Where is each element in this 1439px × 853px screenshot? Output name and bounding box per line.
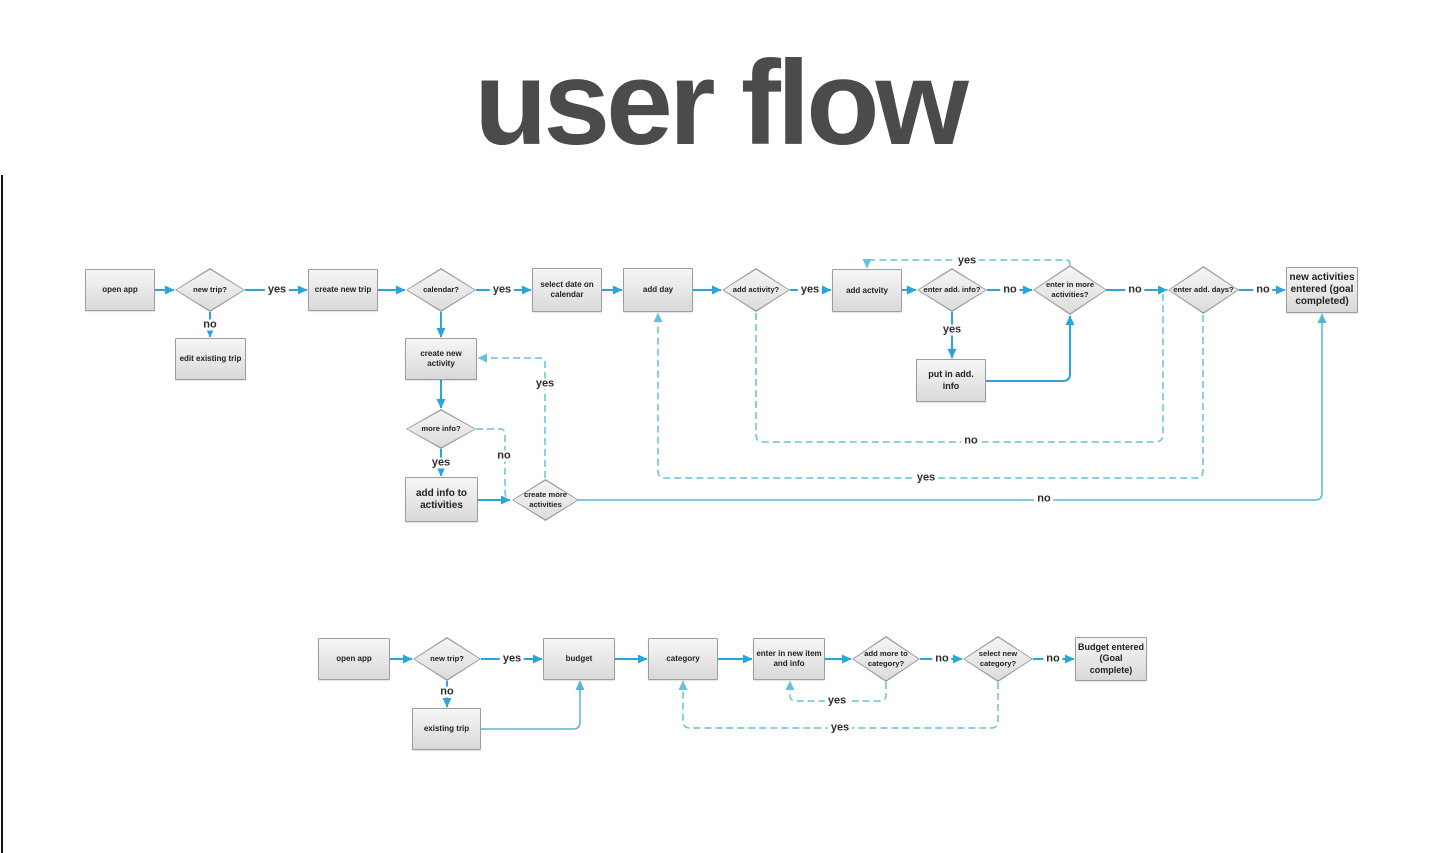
node-label: edit existing trip: [179, 354, 242, 363]
decision-new-trip-2: new trip?: [413, 637, 481, 681]
node-edit-existing-trip: edit existing trip: [175, 338, 246, 380]
decision-more-info: more info?: [406, 409, 476, 449]
decision-label: create more activities: [523, 490, 568, 509]
node-label: create new activity: [420, 349, 462, 368]
edge-label-enter-add-days-yes: yes: [913, 472, 939, 484]
node-label: category: [666, 654, 700, 663]
node-label: select date on calendar: [540, 280, 594, 299]
edge-label-more-info-yes: yes: [428, 457, 454, 469]
edge-label-select-new-no: no: [1043, 653, 1063, 665]
node-label: new activities entered (goal completed): [1289, 272, 1355, 307]
node-label: open app: [336, 654, 372, 663]
node-label: existing trip: [423, 724, 470, 733]
edge-label-new-trip2-no: no: [437, 686, 457, 698]
node-category: category: [648, 638, 718, 680]
page-title: user flow: [474, 36, 969, 170]
decision-calendar: calendar?: [406, 268, 476, 312]
edge-label-enter-add-info-no: no: [1000, 284, 1020, 296]
edge-label-create-more-no: no: [1034, 493, 1054, 505]
node-label: put in add. info: [928, 369, 974, 391]
node-label: budget: [565, 654, 593, 663]
node-budget: budget: [543, 638, 615, 680]
node-open-app: open app: [85, 269, 155, 311]
node-create-new-trip: create new trip: [308, 269, 378, 311]
edge-label-enter-add-info-yes: yes: [939, 324, 965, 336]
slide-edge-line: [1, 175, 3, 853]
edge-label-new-trip2-yes: yes: [499, 653, 525, 665]
decision-label: add activity?: [732, 285, 780, 295]
decision-label: enter add. info?: [923, 285, 981, 295]
node-open-app-2: open app: [318, 638, 390, 680]
node-goal-completed: new activities entered (goal completed): [1286, 267, 1358, 313]
node-existing-trip: existing trip: [412, 708, 481, 750]
edge-label-enter-add-days-no: no: [1253, 284, 1273, 296]
decision-label: new trip?: [430, 654, 464, 664]
edge-label-add-more-no: no: [932, 653, 952, 665]
node-add-info-to-activities: add info to activities: [405, 477, 478, 522]
edge-label-enter-more-no: no: [1125, 284, 1145, 296]
decision-label: enter in more activities?: [1045, 280, 1095, 299]
edge-label-add-more-yes: yes: [824, 695, 850, 707]
node-label: create new trip: [314, 285, 372, 294]
node-label: Budget entered (Goal complete): [1078, 642, 1145, 675]
edge-label-new-trip-yes: yes: [264, 284, 290, 296]
node-label: add day: [642, 285, 674, 294]
decision-create-more-activities: create more activities: [512, 479, 579, 521]
decision-label: add more to category?: [864, 649, 908, 668]
node-add-activity: add actvity: [832, 269, 902, 312]
decision-add-activity: add activity?: [722, 268, 790, 312]
decision-label: new trip?: [193, 285, 227, 295]
edge-label-add-activity-yes: yes: [797, 284, 823, 296]
decision-new-trip: new trip?: [175, 268, 245, 312]
node-label: add actvity: [846, 285, 888, 295]
edge-label-more-info-no: no: [494, 450, 514, 462]
edge-label-calendar-yes: yes: [489, 284, 515, 296]
edge-label-enter-more-yes: yes: [954, 255, 980, 267]
decision-label: more info?: [421, 424, 461, 434]
node-select-date: select date on calendar: [532, 268, 602, 312]
node-label: open app: [102, 285, 138, 294]
decision-add-more-to-category: add more to category?: [852, 636, 920, 682]
edge-label-add-activity-q-no: no: [961, 435, 981, 447]
decision-label: calendar?: [423, 285, 459, 295]
decision-enter-add-info: enter add. info?: [917, 268, 987, 312]
edge-label-create-more-yes: yes: [532, 378, 558, 390]
node-add-day: add day: [623, 268, 693, 312]
node-enter-new-item: enter in new item and info: [753, 638, 825, 680]
decision-select-new-category: select new category?: [963, 636, 1033, 682]
node-put-in-add-info: put in add. info: [916, 359, 986, 402]
decision-label: enter add. days?: [1173, 285, 1234, 295]
edge-label-new-trip-no: no: [200, 319, 220, 331]
node-label: enter in new item and info: [756, 649, 822, 668]
edge-label-select-new-yes: yes: [827, 722, 853, 734]
node-label: add info to activities: [415, 487, 468, 511]
node-create-new-activity: create new activity: [405, 338, 477, 380]
decision-label: select new category?: [978, 649, 1018, 668]
decision-enter-more-activities: enter in more activities?: [1033, 265, 1107, 315]
node-budget-entered: Budget entered (Goal complete): [1075, 637, 1147, 681]
decision-enter-add-days: enter add. days?: [1168, 266, 1239, 314]
